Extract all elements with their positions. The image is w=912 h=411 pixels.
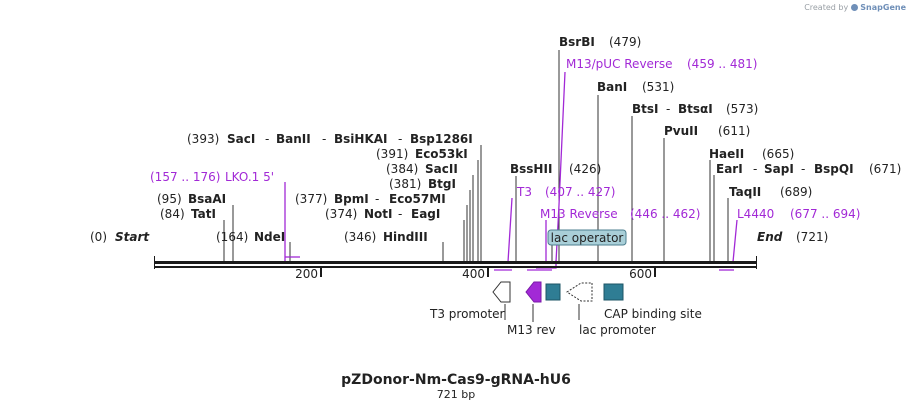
start-label: Start [115, 230, 150, 244]
primer-m13rev: M13 Reverse [540, 207, 618, 221]
site-bsrbi: BsrBI [559, 35, 595, 49]
site-bani: BanI [597, 80, 627, 94]
site-haeii: HaeII [709, 147, 744, 161]
site-btsi: BtsI [632, 102, 659, 116]
cap-site-box-icon [603, 283, 624, 301]
site-ndei-pos: (164) [216, 230, 248, 244]
start-pos: (0) [90, 230, 107, 244]
site-pvuii: PvuII [664, 124, 698, 138]
primer-m13puc-range: (459 .. 481) [687, 57, 757, 71]
site-bsp1286i: Bsp1286I [410, 132, 473, 146]
site-sacii-pos: (384) [386, 162, 418, 176]
site-leaders [223, 50, 729, 262]
scale-ticks: 200 400 600 [295, 267, 656, 281]
site-bsihkai: BsiHKAI [334, 132, 388, 146]
site-saci-sep2: - [322, 132, 326, 146]
site-tati-pos: (84) [160, 207, 185, 221]
site-noti-sep: - [398, 207, 402, 221]
site-saci-pos: (393) [187, 132, 219, 146]
site-saci-sep3: - [398, 132, 402, 146]
primer-m13rev-range: (446 .. 462) [630, 207, 700, 221]
site-ndei: NdeI [254, 230, 285, 244]
snapgene-credit: Created by SnapGene [804, 3, 906, 12]
lac-promoter-arrow-icon [566, 282, 593, 302]
end-label: End [757, 230, 783, 244]
site-bani-pos: (531) [642, 80, 674, 94]
site-haeii-pos: (665) [762, 147, 794, 161]
site-eari-sep1: - [753, 162, 757, 176]
site-btsai: BtsαI [678, 102, 713, 116]
site-btgi-pos: (381) [389, 177, 421, 191]
primer-l4440: L4440 [737, 207, 774, 221]
lac-operator-feature: lac operator [547, 229, 627, 262]
primer-lko1-range: (157 .. 176) [150, 170, 220, 184]
site-eco53ki-pos: (391) [376, 147, 408, 161]
site-sacii: SacII [425, 162, 458, 176]
site-eari: EarI [716, 162, 743, 176]
plasmid-title: pZDonor-Nm-Cas9-gRNA-hU6 [341, 372, 571, 388]
site-bsaai: BsaAI [188, 192, 226, 206]
site-btsi-pos: (573) [726, 102, 758, 116]
site-hindiii-pos: (346) [344, 230, 376, 244]
site-bsshii: BssHII [510, 162, 552, 176]
primer-l4440-range: (677 .. 694) [790, 207, 860, 221]
m13-rev-arrow-icon [525, 281, 542, 303]
t3-promoter-label: T3 promoter [429, 307, 505, 321]
m13-rev-label: M13 rev [507, 323, 556, 337]
site-tati: TatI [191, 207, 216, 221]
cap-site-label: CAP binding site [604, 307, 702, 321]
tick-label-400: 400 [462, 267, 485, 281]
lac-operator-box-icon [545, 283, 561, 301]
site-noti-pos: (374) [325, 207, 357, 221]
site-btgi: BtgI [428, 177, 456, 191]
primer-t3: T3 [516, 185, 532, 199]
site-taqii: TaqII [729, 185, 761, 199]
lac-operator-label: lac operator [551, 231, 624, 245]
site-eari-sep2: - [801, 162, 805, 176]
site-eco53ki: Eco53kI [415, 147, 468, 161]
primer-lko1: LKO.1 5' [225, 170, 274, 184]
site-bspqi: BspQI [814, 162, 854, 176]
site-eco57mi: Eco57MI [389, 192, 446, 206]
t3-promoter-arrow-icon [492, 281, 511, 303]
site-bsrbi-pos: (479) [609, 35, 641, 49]
site-saci-sep1: - [265, 132, 269, 146]
site-hindiii: HindIII [383, 230, 428, 244]
feature-glyphs [492, 281, 624, 322]
site-sapi: SapI [764, 162, 794, 176]
site-bpmi-sep: - [375, 192, 379, 206]
site-pvuii-pos: (611) [718, 124, 750, 138]
plasmid-length: 721 bp [436, 388, 476, 401]
site-eagi: EagI [411, 207, 440, 221]
lac-promoter-label: lac promoter [579, 323, 656, 337]
tick-label-600: 600 [629, 267, 652, 281]
site-noti: NotI [364, 207, 393, 221]
backbone [154, 256, 757, 269]
credit-prefix: Created by [804, 3, 849, 12]
snapgene-logo-icon [850, 4, 858, 11]
site-banii: BanII [276, 132, 311, 146]
primer-t3-range: (407 .. 427) [545, 185, 615, 199]
tick-label-200: 200 [295, 267, 318, 281]
credit-brand: SnapGene [860, 3, 906, 12]
end-pos: (721) [796, 230, 828, 244]
primer-marks [284, 71, 738, 271]
site-btsi-sep: - [666, 102, 670, 116]
site-bsaai-pos: (95) [157, 192, 182, 206]
primer-m13puc: M13/pUC Reverse [566, 57, 673, 71]
site-bpmi: BpmI [334, 192, 369, 206]
site-taqii-pos: (689) [780, 185, 812, 199]
site-eari-pos: (671) [869, 162, 901, 176]
site-bsshii-pos: (426) [569, 162, 601, 176]
site-saci: SacI [227, 132, 255, 146]
site-bpmi-pos: (377) [295, 192, 327, 206]
